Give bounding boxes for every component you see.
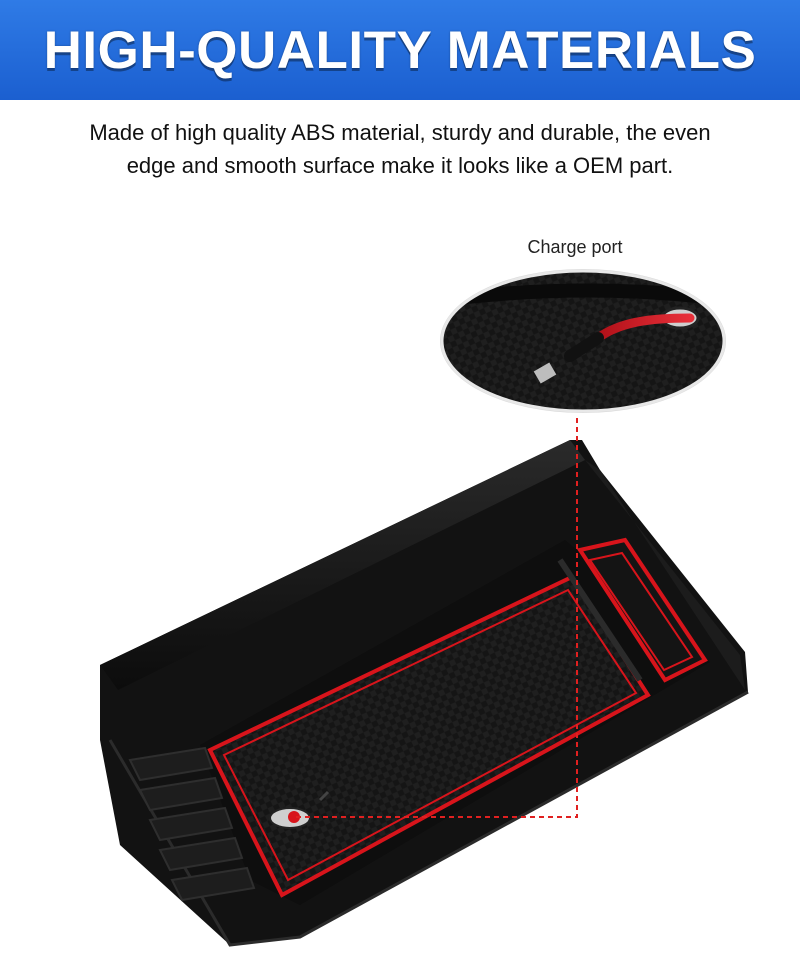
description-line-2: edge and smooth surface make it looks li… bbox=[126, 153, 674, 178]
page-title: HIGH-QUALITY MATERIALS bbox=[43, 20, 757, 80]
callout-line bbox=[296, 415, 578, 818]
charge-port-label: Charge port bbox=[527, 237, 623, 257]
header-banner bbox=[0, 0, 800, 100]
description-text: Made of high quality ABS material, sturd… bbox=[20, 116, 780, 182]
description-line-1: Made of high quality ABS material, sturd… bbox=[89, 120, 711, 145]
tray-body bbox=[100, 440, 749, 947]
charge-port-closeup bbox=[440, 269, 726, 413]
